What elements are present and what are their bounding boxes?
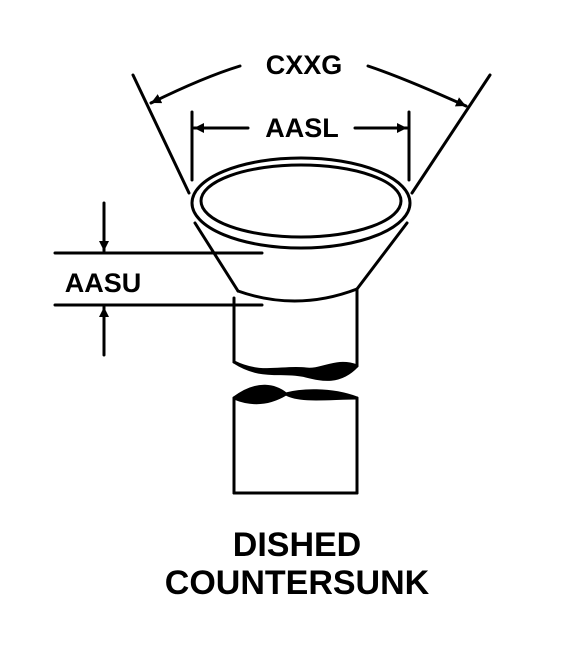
break-upper-edge bbox=[232, 360, 359, 381]
angle-dimension-right bbox=[366, 64, 468, 108]
cone-side-left bbox=[193, 221, 240, 293]
break-lower-edge bbox=[232, 384, 359, 405]
angle-extension-left bbox=[131, 73, 191, 195]
countersink-rim-outer bbox=[190, 156, 412, 250]
diameter-label: AASL bbox=[265, 113, 339, 143]
angle-extension-right bbox=[410, 73, 492, 195]
caption-line-1: DISHED bbox=[233, 526, 361, 564]
shank-break-symbol bbox=[232, 360, 359, 405]
depth-label: AASU bbox=[65, 268, 142, 298]
cone-side-right bbox=[355, 221, 409, 291]
caption-line-2: COUNTERSUNK bbox=[165, 564, 430, 602]
angle-label: CXXG bbox=[266, 50, 343, 80]
cone-bottom-edge bbox=[236, 287, 359, 303]
countersink-rim-inner bbox=[199, 163, 403, 239]
angle-dimension-left bbox=[149, 64, 242, 105]
